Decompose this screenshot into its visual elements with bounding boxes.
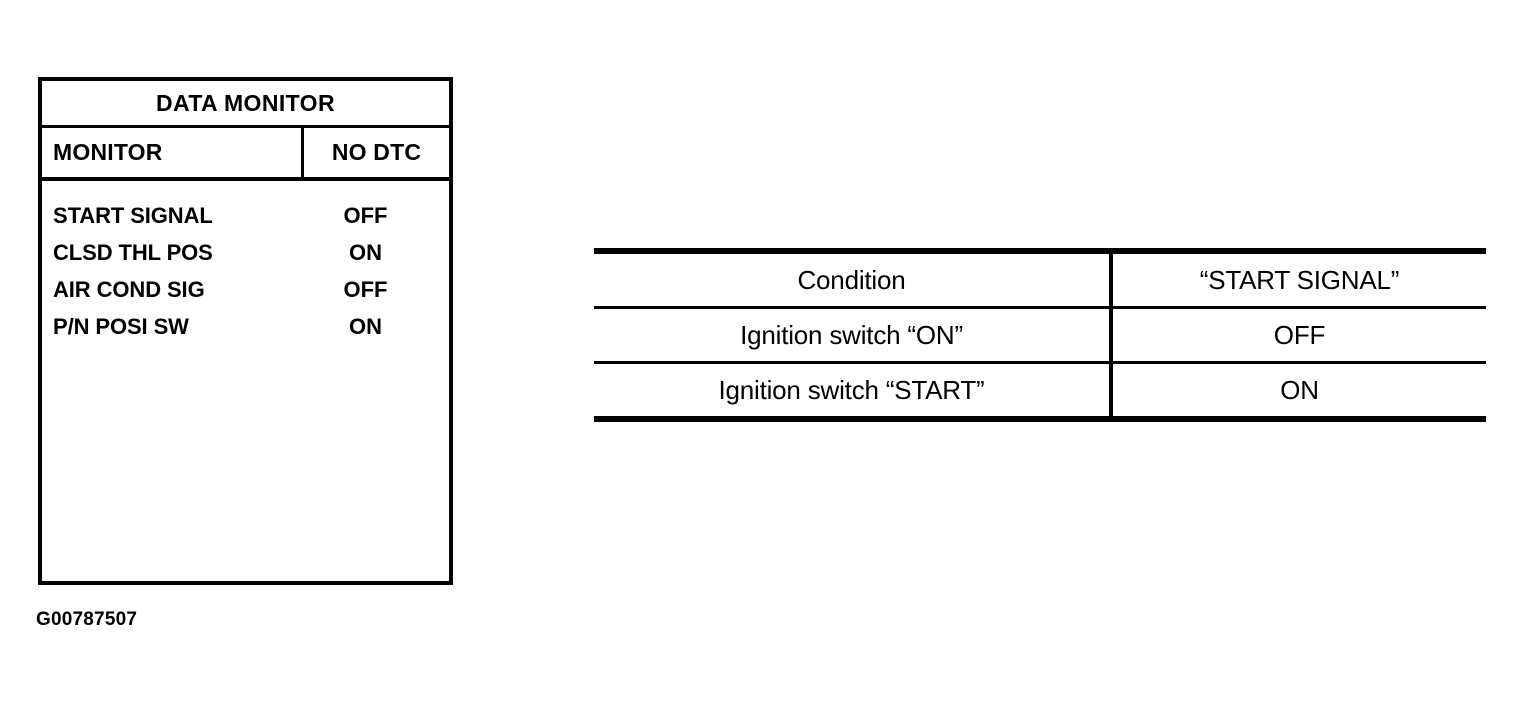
cell-condition: Ignition switch “ON”	[594, 307, 1113, 364]
list-item: START SIGNAL OFF	[42, 197, 449, 234]
monitor-item-name: START SIGNAL	[53, 202, 213, 228]
table-row: Ignition switch “ON” OFF	[594, 307, 1486, 364]
list-item: P/N POSI SW ON	[42, 308, 449, 345]
column-header-monitor: MONITOR	[42, 128, 304, 177]
condition-signal-table: Condition “START SIGNAL” Ignition switch…	[594, 248, 1486, 422]
list-item: AIR COND SIG OFF	[42, 271, 449, 308]
monitor-item-name: P/N POSI SW	[53, 313, 189, 339]
column-header-no-dtc-label: NO DTC	[331, 139, 422, 165]
data-monitor-panel: DATA MONITOR MONITOR NO DTC START SIGNAL…	[38, 77, 453, 585]
data-monitor-list: START SIGNAL OFF CLSD THL POS ON AIR CON…	[42, 181, 449, 345]
monitor-item-value: ON	[349, 239, 382, 265]
monitor-item-value: OFF	[343, 276, 388, 302]
column-header-monitor-label: MONITOR	[53, 139, 163, 165]
data-monitor-title-row: DATA MONITOR	[42, 81, 449, 128]
cell-signal-value: OFF	[1111, 307, 1486, 364]
header-cell-start-signal: “START SIGNAL”	[1111, 248, 1486, 309]
monitor-item-name: CLSD THL POS	[53, 239, 213, 265]
monitor-item-name: AIR COND SIG	[53, 276, 205, 302]
list-item: CLSD THL POS ON	[42, 234, 449, 271]
data-monitor-header-row: MONITOR NO DTC	[42, 128, 449, 181]
cell-condition: Ignition switch “START”	[594, 362, 1113, 422]
header-cell-condition: Condition	[594, 248, 1113, 309]
monitor-item-value: OFF	[343, 202, 388, 228]
figure-caption: G00787507	[36, 609, 138, 630]
column-header-no-dtc: NO DTC	[304, 128, 449, 177]
table-row: Ignition switch “START” ON	[594, 362, 1486, 422]
data-monitor-title: DATA MONITOR	[156, 89, 335, 116]
monitor-item-value: ON	[349, 313, 382, 339]
cell-signal-value: ON	[1111, 362, 1486, 422]
table-header-row: Condition “START SIGNAL”	[594, 248, 1486, 309]
